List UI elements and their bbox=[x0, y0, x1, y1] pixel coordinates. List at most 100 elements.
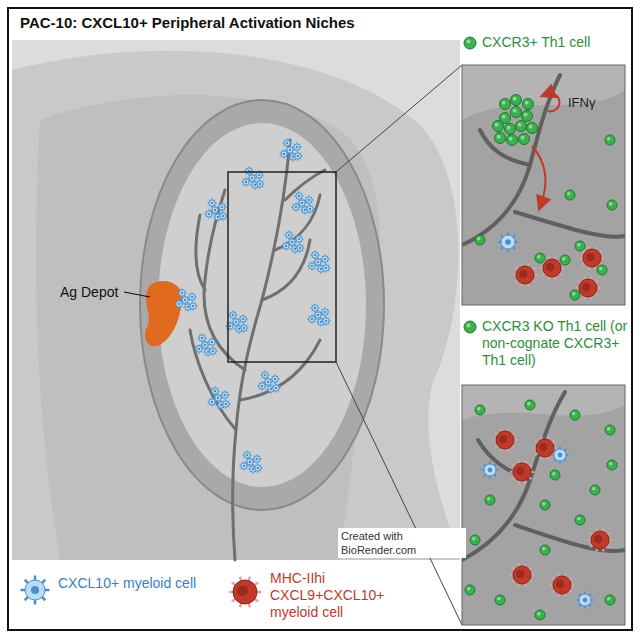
zoom-line bbox=[336, 65, 462, 172]
legend-text: CXCR3 KO Th1 cell (or non-cognate CXCR3+… bbox=[482, 318, 630, 369]
cxcl10-myeloid-cell bbox=[279, 149, 288, 158]
th1-cell bbox=[470, 535, 480, 545]
zoom-line bbox=[336, 362, 462, 625]
th1-cell bbox=[540, 545, 550, 555]
cxcl10-myeloid-cell bbox=[218, 211, 227, 220]
th1-cell bbox=[519, 134, 530, 145]
leader-line bbox=[124, 292, 150, 297]
th1-cell bbox=[475, 235, 485, 245]
th1-cell bbox=[475, 405, 485, 415]
th1-cell bbox=[535, 610, 545, 620]
tissue-ground bbox=[12, 40, 460, 560]
cxcl10-myeloid-cell bbox=[284, 230, 293, 239]
vessel-tree bbox=[190, 140, 325, 560]
th1-cell bbox=[516, 121, 527, 132]
th1-cell bbox=[605, 425, 615, 435]
legend-text: CXCR3+ Th1 cell bbox=[482, 34, 590, 51]
th1-cell bbox=[464, 321, 476, 333]
outer-frame bbox=[8, 8, 632, 630]
cxcl10-myeloid-cell bbox=[294, 191, 303, 200]
cxcl10-myeloid-cell bbox=[281, 241, 290, 250]
cxcl10-myeloid-cell bbox=[244, 166, 253, 175]
cxcl10-myeloid-cell bbox=[270, 374, 279, 383]
cxcl10-myeloid-cell bbox=[304, 195, 313, 204]
cxcl10-myeloid-cell bbox=[187, 292, 196, 301]
cxcl10-myeloid-cell bbox=[282, 138, 291, 147]
cxcl10-myeloid-cell bbox=[188, 301, 197, 310]
cxcl10-myeloid-cell bbox=[294, 234, 303, 243]
th1-cell bbox=[511, 95, 522, 106]
th1-cell bbox=[527, 123, 538, 134]
cxcl10-myeloid-cell bbox=[292, 142, 301, 151]
cxcl10-myeloid-cell bbox=[481, 461, 498, 478]
th1-cell bbox=[523, 99, 534, 110]
cytokine-label: IFNγ bbox=[568, 94, 595, 111]
cxcl10-myeloid-cell bbox=[210, 386, 219, 395]
th1-cell bbox=[500, 99, 511, 110]
cxcl10-myeloid-cell bbox=[320, 254, 329, 263]
mhc-ii-hi-myeloid-cell bbox=[550, 573, 574, 596]
th1-cell bbox=[525, 400, 535, 410]
cxcl10-myeloid-cell bbox=[257, 381, 266, 390]
cxcl10-myeloid-cell bbox=[174, 299, 183, 308]
cxcl10-myeloid-cell bbox=[255, 179, 264, 188]
th1-cell bbox=[495, 595, 505, 605]
cxcl10-myeloid-cell bbox=[208, 346, 217, 355]
th1-cell bbox=[607, 460, 617, 470]
mhc-ii-hi-myeloid-cell bbox=[510, 563, 534, 586]
th1-cell bbox=[560, 255, 570, 265]
th1-cell bbox=[590, 485, 600, 495]
watermark: Created with BioRender.com bbox=[338, 528, 466, 558]
th1-cell bbox=[540, 500, 550, 510]
cxcl10-myeloid-cell bbox=[321, 263, 330, 272]
cxcl10-myeloid-cell bbox=[253, 463, 262, 472]
th1-cell bbox=[522, 111, 533, 122]
cxcl10-myeloid-cell bbox=[221, 399, 230, 408]
cxcl10-myeloid-cell bbox=[260, 370, 269, 379]
cxcl10-myeloid-cell bbox=[220, 390, 229, 399]
antigen-depot bbox=[145, 281, 182, 346]
cxcl10-myeloid-cell bbox=[21, 576, 50, 605]
legend-text: CXCL10+ myeloid cell bbox=[58, 575, 196, 592]
mhc-ii-hi-myeloid-cell bbox=[493, 428, 517, 451]
cxcl10-myeloid-cell bbox=[310, 250, 319, 259]
th1-cell bbox=[550, 470, 560, 480]
th1-cell bbox=[575, 515, 585, 525]
diagram-title: PAC-10: CXCL10+ Peripheral Activation Ni… bbox=[20, 14, 355, 31]
cxcl10-myeloid-cell bbox=[252, 454, 261, 463]
cxcl10-myeloid-cell bbox=[225, 321, 234, 330]
cxcl10-myeloid-cell bbox=[321, 316, 330, 325]
cxcl10-myeloid-cell bbox=[207, 337, 216, 346]
cxcl10-myeloid-cell bbox=[295, 243, 304, 252]
mhc-ii-hi-myeloid-cell bbox=[229, 577, 261, 608]
cxcl10-myeloid-cell bbox=[207, 198, 216, 207]
depot-label: Ag Depot bbox=[60, 284, 118, 301]
mhc-ii-hi-myeloid-cell bbox=[588, 528, 612, 551]
th1-cell bbox=[605, 135, 615, 145]
th1-cell bbox=[575, 241, 585, 251]
th1-cell bbox=[511, 107, 522, 118]
th1-cell bbox=[507, 135, 518, 146]
cxcl10-myeloid-cell bbox=[197, 333, 206, 342]
zoom-panel bbox=[462, 385, 625, 625]
cxcl10-myeloid-cell bbox=[207, 397, 216, 406]
cxcl10-myeloid-cell bbox=[271, 383, 280, 392]
cxcl10-myeloid-cell bbox=[217, 202, 226, 211]
th1-cell bbox=[493, 121, 504, 132]
mhc-ii-hi-myeloid-cell bbox=[533, 436, 557, 459]
cxcl10-myeloid-cell bbox=[239, 323, 248, 332]
th1-cell bbox=[565, 190, 575, 200]
cxcl10-myeloid-cell bbox=[551, 446, 568, 463]
th1-cell bbox=[570, 290, 580, 300]
th1-cell bbox=[485, 495, 495, 505]
cxcl10-myeloid-cell bbox=[228, 310, 237, 319]
cxcl10-myeloid-cell bbox=[239, 461, 248, 470]
th1-cell bbox=[607, 200, 617, 210]
th1-cell bbox=[570, 410, 580, 420]
cxcl10-myeloid-cell bbox=[238, 314, 247, 323]
th1-cell bbox=[495, 133, 506, 144]
zoom-panel bbox=[462, 65, 625, 305]
cxcl10-myeloid-cell bbox=[498, 232, 518, 252]
cxcl10-myeloid-cell bbox=[310, 303, 319, 312]
cxcl10-myeloid-cell bbox=[194, 344, 203, 353]
